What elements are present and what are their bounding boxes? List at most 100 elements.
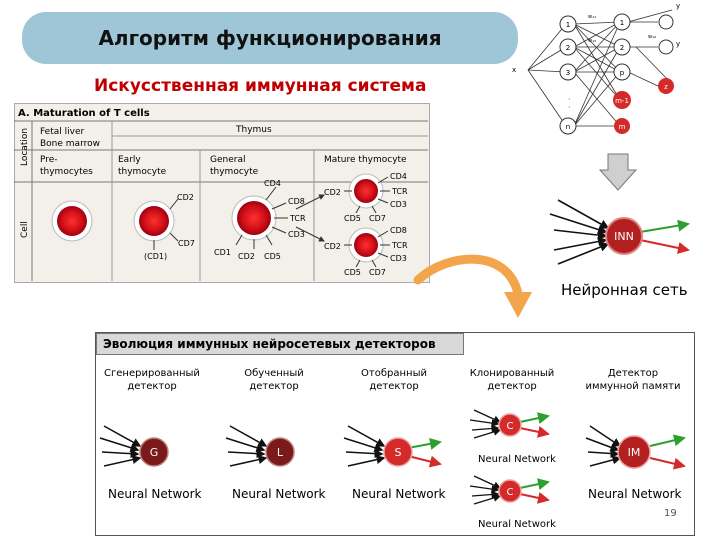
tcell-heading: A. Maturation of T cells: [18, 108, 150, 119]
stage-general-line1: General: [210, 155, 245, 165]
page-number: 19: [664, 508, 677, 519]
detector-g-node: [139, 437, 169, 467]
stage-early-line1: Early: [118, 155, 141, 165]
input-node-n-label: n: [566, 123, 570, 131]
output-y-label-2: y: [676, 40, 680, 48]
general-thymocyte-cell: [237, 201, 271, 235]
detector-s-label: S: [395, 446, 402, 459]
marker-cd2: CD2: [238, 252, 255, 261]
output-y-label: y: [676, 2, 680, 10]
node-m-minus-1-label: m-1: [615, 97, 629, 105]
detector-im-label: IM: [628, 446, 641, 459]
marker-cd2: CD2: [177, 193, 194, 202]
detector-g-caption: Neural Network: [108, 487, 202, 501]
detector-l-label: L: [277, 446, 284, 459]
neural-network-diagram: ·· 1 2 3 n 1 2 p z m-1 m x y y w₁₁ w₁₂ w…: [512, 2, 680, 135]
marker-tcr: TCR: [391, 241, 408, 250]
detector-c-label-2: C: [507, 487, 514, 498]
detector-c-label-1: C: [507, 421, 514, 432]
input-node-n: [559, 117, 577, 135]
tcell-maturation-figure: A. Maturation of T cells Location Cell F…: [14, 108, 428, 281]
slide-subtitle: Искусственная иммунная система: [94, 76, 427, 96]
output-node-p: [613, 63, 631, 81]
detector-c-caption-2: Neural Network: [478, 519, 556, 530]
detector-im-node: [617, 435, 651, 469]
marker-cd4: CD4: [264, 179, 281, 188]
evolution-panel: [95, 332, 695, 536]
inn-neuron-figure: INN: [549, 199, 690, 265]
input-node-1-label: 1: [566, 21, 570, 29]
early-thymocyte-cell: [139, 206, 169, 236]
output-node-1: [613, 13, 631, 31]
marker-cd8: CD8: [390, 226, 407, 235]
marker-cd7: CD7: [369, 214, 386, 223]
input-node-2: [559, 38, 577, 56]
title-banner: [22, 12, 518, 64]
inn-node-label: INN: [614, 230, 634, 243]
marker-cd7: CD7: [369, 268, 386, 277]
output-node-2-label: 2: [620, 44, 624, 52]
input-node-2-label: 2: [566, 44, 570, 52]
stage-pre-line1: Pre-: [40, 155, 58, 165]
marker-tcr: TCR: [391, 187, 408, 196]
column-header-generated: Сгенерированный детектор: [104, 368, 200, 392]
weight-label-1: w₁₁: [588, 14, 596, 20]
location-fetal-liver: Fetal liver: [40, 127, 84, 137]
detector-s-caption: Neural Network: [352, 487, 446, 501]
row-header-cell: Cell: [20, 221, 30, 238]
output-node-2: [613, 38, 631, 56]
column-header-cloned: Клонированный детектор: [469, 368, 555, 392]
output-node-1-label: 1: [620, 19, 624, 27]
marker-cd3: CD3: [288, 230, 305, 239]
detector-c-node-2: [498, 479, 522, 503]
marker-cd1: CD1: [214, 248, 231, 257]
mature-thymocyte-cd8-cell: [354, 233, 378, 257]
detector-s-node: [383, 437, 413, 467]
marker-cd3: CD3: [390, 254, 407, 263]
location-bone-marrow: Bone marrow: [40, 139, 100, 149]
marker-cd2: CD2: [324, 188, 341, 197]
inn-node: [605, 217, 643, 255]
detector-l-caption: Neural Network: [232, 487, 326, 501]
neural-network-caption: Нейронная сеть: [561, 281, 688, 299]
location-thymus: Thymus: [235, 125, 272, 135]
marker-cd3: CD3: [390, 200, 407, 209]
stage-general-line2: thymocyte: [210, 167, 259, 177]
evolution-title: Эволюция иммунных нейросетевых детекторо…: [96, 333, 464, 355]
node-z: [658, 78, 674, 94]
marker-cd2: CD2: [324, 242, 341, 251]
down-arrow-icon: [598, 153, 638, 191]
weight-label-2: w₁₂: [648, 34, 656, 40]
marker-tcr: TCR: [289, 214, 306, 223]
stage-mature: Mature thymocyte: [324, 155, 407, 165]
detector-c-caption-1: Neural Network: [478, 454, 556, 465]
weight-label-3: w₁₃: [588, 38, 596, 44]
marker-cd8: CD8: [288, 197, 305, 206]
pre-thymocyte-cell: [57, 206, 87, 236]
curved-arrow-icon: [413, 254, 532, 318]
node-m-label: m: [619, 123, 626, 131]
detector-im-caption: Neural Network: [588, 487, 682, 501]
node-z-label: z: [664, 83, 668, 91]
input-x-label: x: [512, 66, 516, 74]
marker-cd5: CD5: [264, 252, 281, 261]
svg-text:·: ·: [568, 103, 571, 112]
marker-cd1-paren: (CD1): [144, 252, 167, 261]
stage-early-line2: thymocyte: [118, 167, 167, 177]
column-header-memory: Детектор иммунной памяти: [585, 368, 681, 392]
column-header-trained: Обученный детектор: [244, 368, 304, 392]
marker-cd7: CD7: [178, 239, 195, 248]
input-node-3-label: 3: [566, 69, 570, 77]
input-node-3: [559, 63, 577, 81]
mature-thymocyte-cd4-cell: [354, 179, 378, 203]
detector-l-node: [265, 437, 295, 467]
slide-title: Алгоритм функционирования: [98, 26, 442, 50]
input-node-1: [559, 15, 577, 33]
output-node-p-label: p: [620, 69, 625, 77]
detector-c-node-1: [498, 413, 522, 437]
marker-cd5: CD5: [344, 214, 361, 223]
column-header-selected: Отобранный детектор: [361, 368, 427, 392]
marker-cd5: CD5: [344, 268, 361, 277]
stage-pre-line2: thymocytes: [40, 167, 93, 177]
node-m-minus-1: [613, 91, 631, 109]
